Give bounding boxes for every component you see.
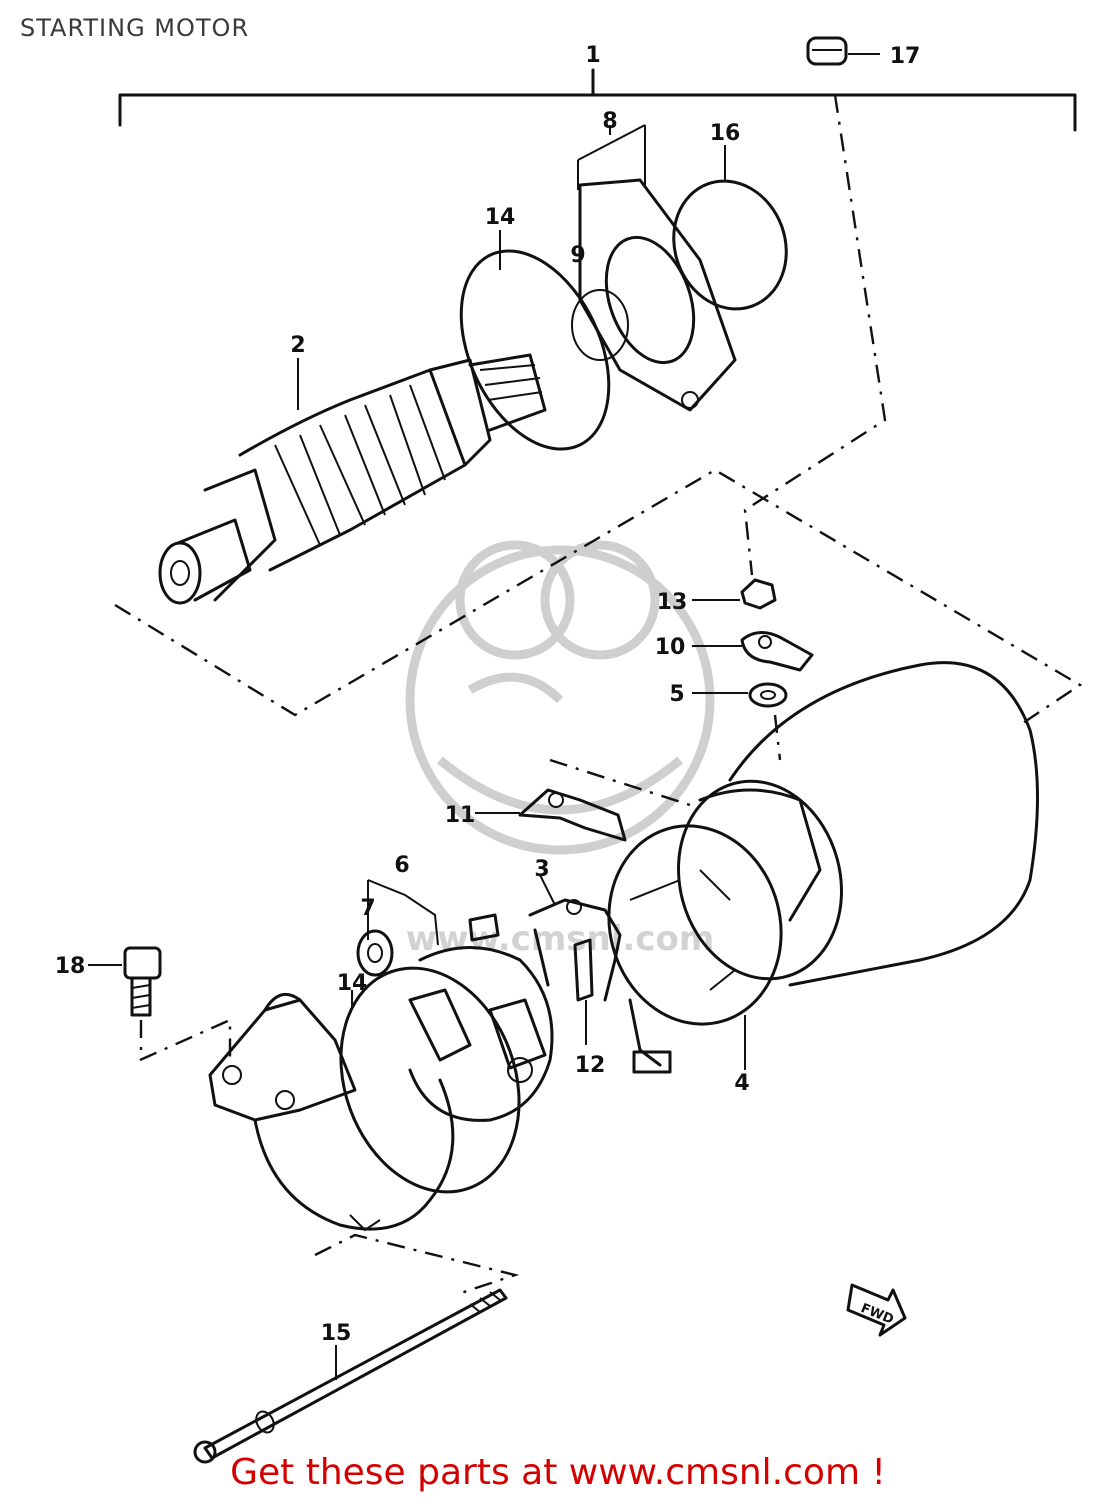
- callout-14-lower: 14: [337, 971, 368, 996]
- part-cap-nut: [806, 36, 880, 66]
- part-armature: [158, 353, 547, 605]
- callout-numbers: 1 2 3 4 5 6 7 8 9 10 11 12 13 14 14 15 1…: [55, 43, 921, 1346]
- part-rear-housing: [208, 992, 455, 1232]
- watermark-text: www.cmsnl.com: [406, 919, 715, 959]
- callout-5: 5: [669, 682, 684, 707]
- assembly-bracket: [118, 68, 1077, 132]
- callout-8: 8: [602, 109, 617, 134]
- part-washer: [692, 682, 788, 708]
- part-bolt: [88, 946, 162, 1060]
- part-insulator: [475, 788, 627, 842]
- part-o-ring-rear: [672, 179, 788, 311]
- callout-9: 9: [570, 243, 585, 268]
- callout-13: 13: [657, 590, 688, 615]
- callout-7: 7: [360, 896, 375, 921]
- callout-14-upper: 14: [485, 205, 516, 230]
- part-through-bolt: [193, 1288, 508, 1464]
- part-brush-plate: [528, 874, 672, 1074]
- part-brush-spring: [356, 879, 439, 977]
- part-terminal-plate: [692, 631, 814, 672]
- part-o-ring-lower: [339, 966, 521, 1194]
- callout-leaders: [297, 125, 726, 1010]
- callout-3: 3: [534, 857, 549, 882]
- callout-2: 2: [290, 333, 305, 358]
- callout-4: 4: [734, 1071, 749, 1096]
- callout-12: 12: [575, 1053, 606, 1078]
- forward-arrow-icon: FWD: [846, 1283, 907, 1337]
- part-nut: [692, 578, 777, 610]
- part-brush-holder: [408, 913, 554, 1122]
- watermark: www.cmsnl.com: [405, 540, 715, 959]
- part-front-housing: [571, 124, 737, 412]
- part-yoke: [607, 661, 1039, 1070]
- callout-16: 16: [710, 121, 741, 146]
- callout-6: 6: [394, 853, 409, 878]
- diagram-title: STARTING MOTOR: [20, 14, 250, 42]
- callout-17: 17: [890, 44, 921, 69]
- callout-18: 18: [55, 954, 86, 979]
- callout-1: 1: [585, 43, 600, 68]
- callout-11: 11: [445, 803, 476, 828]
- alignment-lines: [114, 94, 1083, 1297]
- callout-10: 10: [655, 635, 686, 660]
- callout-15: 15: [321, 1321, 352, 1346]
- promo-banner[interactable]: Get these parts at www.cmsnl.com !: [230, 1452, 886, 1493]
